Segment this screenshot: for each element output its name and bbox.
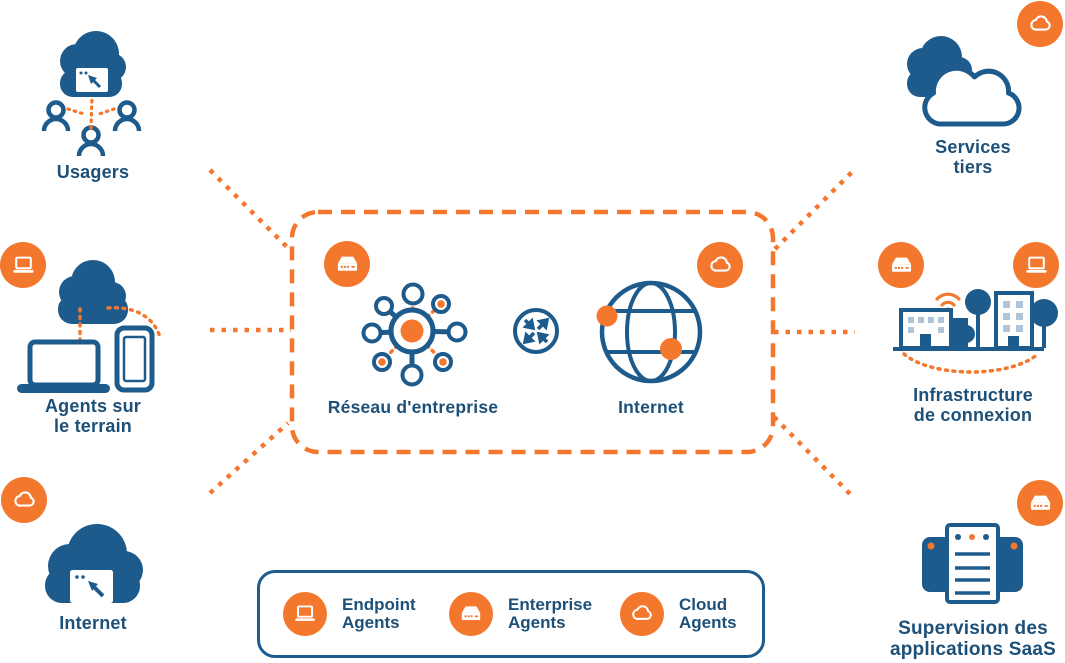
- tree-icon: [1030, 299, 1058, 327]
- users-icon: [41, 100, 142, 157]
- server-icon: [461, 606, 481, 620]
- cloud-icon: [1029, 14, 1051, 31]
- panel-dot: [1010, 542, 1018, 550]
- services-tiers-label: Services tiers: [913, 137, 1033, 177]
- infrastructure-label-line2: de connexion: [913, 405, 1033, 426]
- agents-terrain-illustration: [17, 260, 162, 393]
- endpoint-agent-badge: [283, 592, 327, 636]
- connector-internet-gauche: [208, 421, 290, 495]
- cloud-icon: [13, 490, 35, 507]
- legend-item-endpoint: Endpoint Agents: [283, 592, 416, 636]
- legend-item-enterprise: Enterprise Agents: [449, 592, 592, 636]
- laptop-icon: [12, 256, 34, 273]
- legend-label-line1: Enterprise: [508, 594, 593, 614]
- legend-label-cloud: Cloud Agents: [679, 594, 737, 633]
- agents-terrain-label-line1: Agents sur: [44, 396, 142, 416]
- services-tiers-label-line1: Services: [935, 137, 1011, 157]
- legend-label-line1: Endpoint: [342, 594, 416, 614]
- front-cloud-icon: [922, 65, 1022, 127]
- panel-dot: [927, 542, 935, 550]
- browser-dot: [79, 71, 83, 75]
- cloud-icon: [632, 605, 652, 620]
- legend-label-line2: Agents: [679, 613, 737, 632]
- agents-dotted-links: [78, 306, 162, 342]
- usagers-dotted-arrows: [66, 94, 116, 130]
- connector-supervision: [772, 415, 855, 499]
- enterprise-agent-badge: [449, 592, 493, 636]
- supervision-label: Supervision des applications SaaS: [873, 618, 1065, 661]
- connector-usagers: [208, 168, 292, 252]
- laptop-icon: [1025, 256, 1047, 273]
- cloud-icon: [58, 260, 128, 324]
- cloud-agent-badge: [697, 242, 743, 288]
- services-tiers-illustration: [907, 36, 1022, 127]
- infrastructure-label: Infrastructure de connexion: [887, 385, 1059, 425]
- hub-node-orange-centers: [378, 300, 447, 366]
- buildings-dotted-link: [902, 352, 1040, 374]
- enterprise-agent-badge: [878, 242, 924, 288]
- hub-center-dot: [400, 319, 424, 343]
- browser-dot: [84, 71, 88, 75]
- usagers-label: Usagers: [56, 162, 130, 182]
- globe-icon: [596, 280, 703, 384]
- usagers-illustration: [41, 31, 142, 157]
- internet-gauche-label: Internet: [59, 613, 127, 633]
- server-icon: [337, 256, 357, 271]
- saas-document-icon: [945, 523, 1000, 604]
- cloud-agent-badge: [1017, 1, 1063, 47]
- legend-box: Endpoint Agents Enterprise Agents: [257, 570, 765, 658]
- endpoint-agent-badge: [0, 242, 46, 288]
- legend-label-endpoint: Endpoint Agents: [342, 594, 416, 633]
- building-left-icon: [899, 308, 953, 350]
- server-icon: [1030, 495, 1050, 510]
- internet-gauche-illustration: [45, 524, 143, 603]
- globe-node: [596, 305, 618, 327]
- tree-trunk: [1042, 324, 1046, 348]
- tree-icon: [965, 289, 991, 315]
- building-right-icon: [994, 291, 1034, 350]
- compress-arrows-icon: [513, 308, 559, 354]
- globe-node: [660, 338, 682, 360]
- cursor-icon: [88, 75, 102, 89]
- cloud-icon: [709, 255, 731, 272]
- legend-item-cloud: Cloud Agents: [620, 592, 737, 636]
- supervision-label-line2: applications SaaS: [889, 639, 1056, 661]
- supervision-label-line1: Supervision des: [898, 618, 1048, 639]
- reseau-entreprise-label: Réseau d'entreprise: [327, 397, 499, 417]
- supervision-illustration: [922, 523, 1023, 604]
- browser-dot: [81, 575, 85, 579]
- internet-centre-label: Internet: [618, 397, 684, 417]
- enterprise-agent-badge: [324, 241, 370, 287]
- laptop-icon: [17, 339, 110, 393]
- enterprise-agent-badge: [1017, 480, 1063, 526]
- laptop-icon: [295, 605, 315, 621]
- hub-network-icon: [361, 282, 468, 387]
- infrastructure-illustration: [893, 289, 1058, 374]
- browser-dot: [75, 575, 79, 579]
- server-icon: [891, 257, 911, 272]
- cursor-icon: [88, 581, 105, 598]
- phone-icon: [114, 325, 155, 393]
- cloud-agent-badge: [1, 477, 47, 523]
- agents-terrain-label: Agents sur le terrain: [13, 396, 173, 436]
- cloud-agent-badge: [620, 592, 664, 636]
- legend-label-line2: Agents: [508, 613, 566, 632]
- enterprise-network-boundary: [289, 209, 776, 455]
- infrastructure-label-line1: Infrastructure: [913, 385, 1033, 405]
- services-tiers-label-line2: tiers: [953, 157, 993, 178]
- tree-trunk: [976, 310, 980, 348]
- legend-label-enterprise: Enterprise Agents: [508, 594, 593, 633]
- legend-label-line2: Agents: [342, 613, 400, 632]
- endpoint-agent-badge: [1013, 242, 1059, 288]
- agents-terrain-label-line2: le terrain: [53, 416, 133, 437]
- legend-label-line1: Cloud: [679, 594, 728, 614]
- connector-services: [773, 167, 857, 251]
- connector-lines: [208, 167, 857, 499]
